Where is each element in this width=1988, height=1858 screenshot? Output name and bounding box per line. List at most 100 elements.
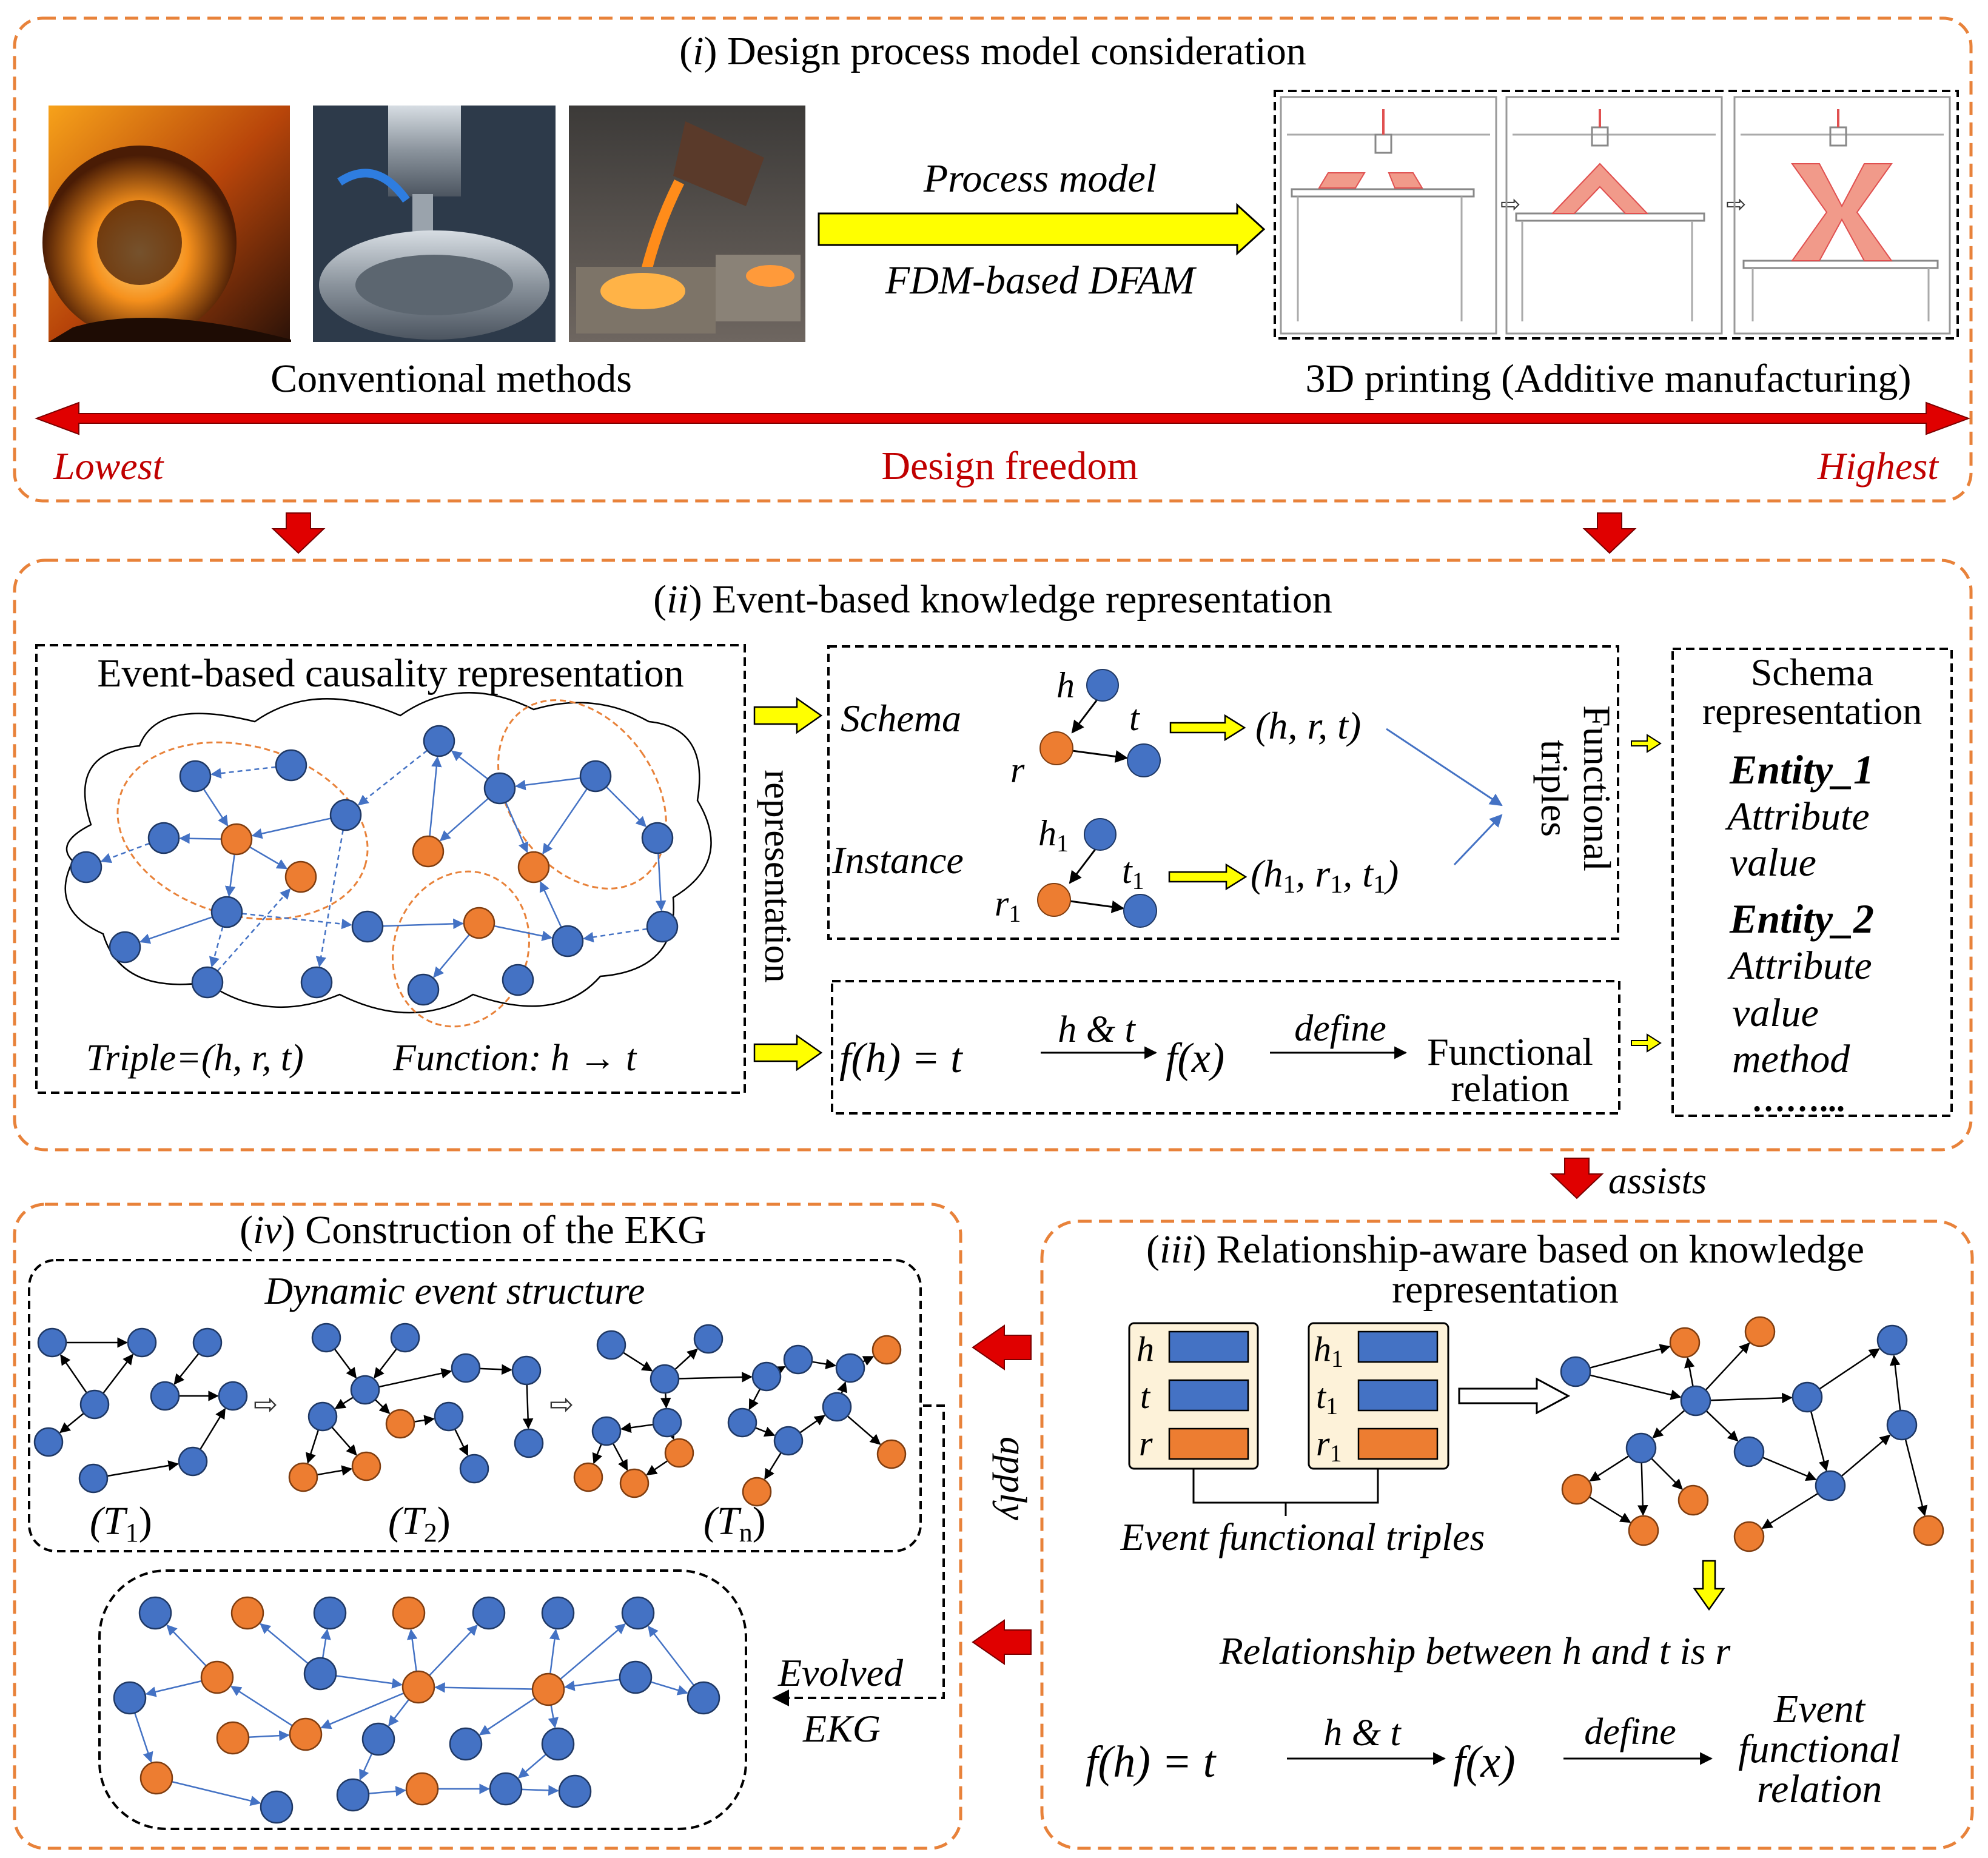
value-1: value [1730,840,1816,885]
graph-t2-orange-node [351,1451,381,1481]
causality-title: Event-based causality representation [97,651,684,696]
apply-label: apply [992,1437,1033,1520]
card-bracket [1192,1469,1379,1504]
evolved-graph-edge [407,1629,418,1672]
graph-tn-edge [674,1348,698,1370]
value-2: value [1732,991,1819,1035]
graph-t1-edge [60,1354,88,1393]
evolved-graph-blue-node [361,1722,395,1756]
causality-graph-edge [505,802,529,853]
causality-graph [70,725,679,1006]
graph-tn-orange-node [573,1462,603,1492]
instance-t1-text: t1 [1122,851,1144,894]
relationship-graph-orange-node [1677,1484,1709,1516]
ellipsis-label: ……... [1751,1081,1845,1119]
graph-tn-edge [622,1352,653,1372]
graph-t2-edge [374,1348,397,1379]
rel-graph-edge [1590,1374,1682,1400]
graph-tn-orange-node [871,1335,902,1365]
graph-tn-edge [811,1358,837,1370]
evolved-graph-edge [166,1624,207,1667]
evolved-graph-blue-node [260,1790,294,1824]
evolved-graph-blue-node [138,1596,172,1630]
evolved-graph-edge [145,1680,202,1697]
graph-tn-edge [592,1443,603,1464]
method-label: method [1732,1037,1850,1081]
instance-node-h1 [1084,818,1117,851]
causality-graph-blue-node [407,973,440,1006]
graph-to-relationship-arrow [1693,1560,1725,1611]
causality-graph-edge [429,756,442,837]
photo-machining [313,106,556,342]
printer-stage-1 [1280,96,1497,335]
graph-tn-edge [847,1415,881,1445]
graph-tn-edge [799,1415,825,1434]
relationship-label: Relationship between h and t is r [1219,1629,1731,1672]
causality-graph-blue-node [641,822,674,854]
rel-graph-edge [1705,1342,1750,1391]
schema-to-triple-arrow [1169,714,1246,742]
graph-t2-edge [317,1465,353,1476]
rel-graph-blue-node [1886,1409,1918,1441]
relationship-graph-orange-node [1628,1515,1659,1546]
graph-tn-blue-node [822,1392,852,1422]
schema-instance-box [827,645,1619,940]
next-arrow-2-icon: ⇨ [1726,190,1747,218]
photo-forging [42,106,291,342]
triples-to-graph-arrow [1458,1377,1571,1415]
t-step-arrow-2-icon: ⇨ [549,1389,574,1421]
relationship-graph-orange-node [1913,1515,1944,1546]
to-function-arrow [753,1034,823,1072]
graph-t1-blue-node [78,1463,109,1494]
fdm-label: FDM-based DFAM [885,258,1197,303]
graph-t2-edge [306,1429,320,1464]
event-functional-triples-label: Event functional triples [1120,1515,1485,1558]
assists-label: assists [1608,1161,1707,1202]
causality-graph-edge [433,934,470,978]
graph-tn-blue-node [596,1330,626,1360]
relationship-graph-orange-node [1561,1474,1593,1505]
graph-t1-edge [107,1460,180,1477]
causality-graph-edge [357,750,428,806]
causality-graph-blue-node [551,925,584,958]
causality-graph-blue-node [646,910,679,943]
causality-graph-edge [241,913,352,930]
causality-graph-orange-node [463,907,495,939]
entity-1: Entity_1 [1729,746,1874,793]
schema-converge-line [1386,728,1503,807]
card2-r1: r1 [1316,1424,1342,1467]
graph-t1-edge [173,1353,200,1385]
triple-card-instance: h1 t1 r1 [1308,1322,1449,1470]
rel-graph-blue-node [1560,1356,1591,1387]
printer-stage-2 [1505,96,1723,335]
causality-graph-blue-node [191,966,224,999]
graph-t2-blue-node [350,1375,380,1405]
rel-graph-edge [1705,1410,1739,1442]
evolved-graph-blue-node [472,1596,506,1630]
graph-tn-blue-node [773,1426,804,1456]
evolved-ekg-graph [113,1596,720,1824]
causality-graph-edge [249,846,288,870]
causality-graph-edge [451,750,489,780]
evolved-graph-edge [230,1686,293,1726]
evolved-graph-edge [171,1780,261,1806]
graph-tn-blue-node [835,1353,865,1383]
section-iv-title: (iv) Construction of the EKG [240,1208,707,1252]
evolved-graph-edge [517,1754,547,1779]
evolved-graph-edge [335,1675,403,1689]
rel-graph-blue-node [1815,1470,1846,1501]
evolved-graph-blue-node [303,1657,337,1691]
cloud-outline [64,692,712,1014]
graph-t2-blue-node [459,1454,489,1484]
design-freedom-label: Design freedom [881,444,1138,488]
graph-t2-blue-node [511,1355,542,1386]
design-freedom-arrow [35,401,1970,435]
schema-label: Schema [841,697,961,740]
schema-mini-graph: h t r [1010,665,1161,790]
evolved-graph-blue-node [621,1596,655,1630]
evolved-graph-edge [650,1681,688,1695]
attribute-1: Attribute [1725,794,1870,839]
rel-graph-blue-node [1876,1324,1908,1356]
instance-node-t1 [1123,894,1157,928]
